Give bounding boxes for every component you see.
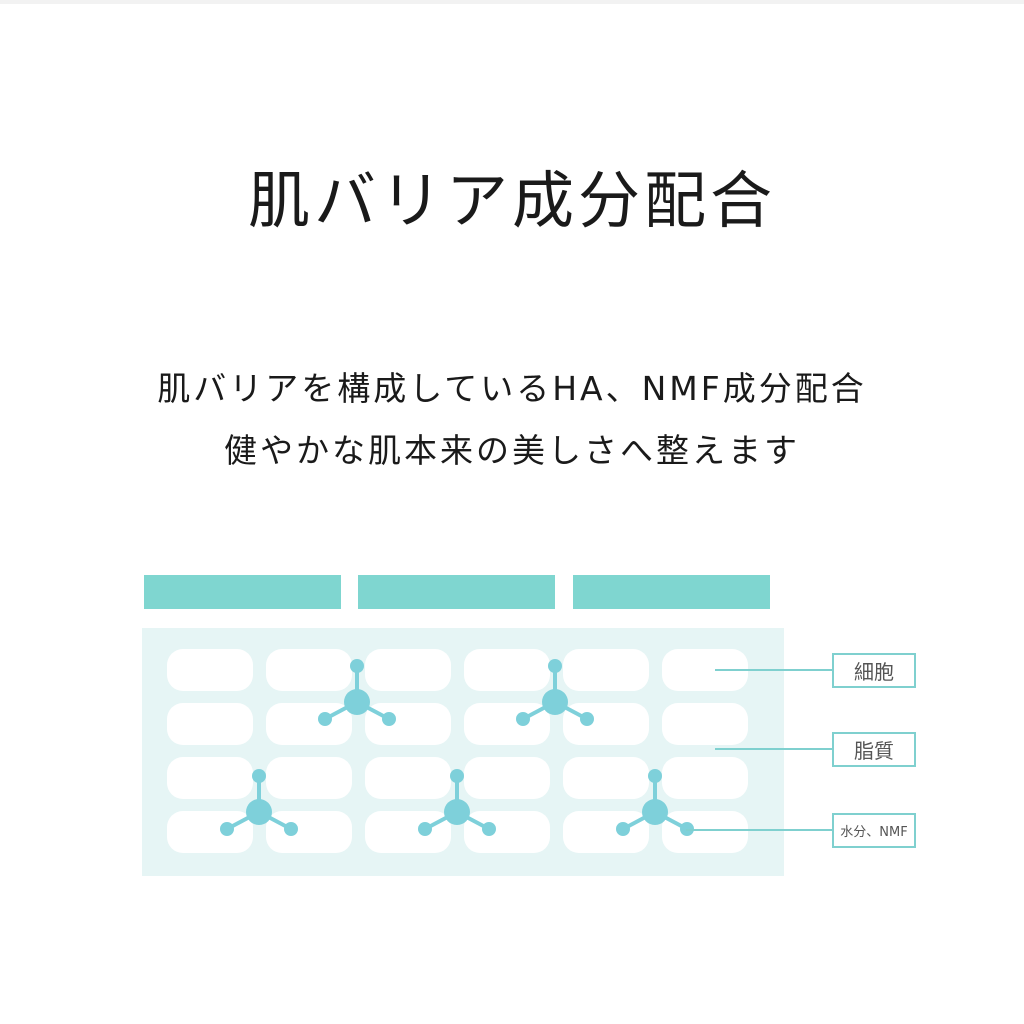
cell <box>662 649 748 691</box>
molecule-atom <box>284 822 298 836</box>
nmf-molecule <box>616 769 694 836</box>
cell <box>464 811 550 853</box>
molecule-core <box>642 799 668 825</box>
molecule-atom <box>482 822 496 836</box>
molecule-atom <box>450 769 464 783</box>
cell <box>266 649 352 691</box>
molecule-atom <box>648 769 662 783</box>
molecule-atom <box>252 769 266 783</box>
callout-box-cell <box>832 653 916 688</box>
cell <box>266 703 352 745</box>
cell <box>563 811 649 853</box>
cell <box>662 757 748 799</box>
nmf-molecule <box>516 659 594 726</box>
molecule-atom <box>350 659 364 673</box>
nmf-molecule <box>220 769 298 836</box>
nmf-molecule <box>318 659 396 726</box>
cell <box>563 649 649 691</box>
callouts: 細胞 脂質 水分、NMF <box>686 653 916 848</box>
cell <box>365 757 451 799</box>
cell <box>266 757 352 799</box>
subtitle: 肌バリアを構成しているHA、NMF成分配合 健やかな肌本来の美しさへ整えます <box>0 358 1024 482</box>
label-cell: 細胞 <box>854 660 894 684</box>
top-bar <box>573 575 770 609</box>
molecule-core <box>344 689 370 715</box>
top-bar <box>144 575 341 609</box>
cell <box>464 757 550 799</box>
cell-grid <box>167 649 748 853</box>
top-bar <box>358 575 555 609</box>
molecule-atom <box>418 822 432 836</box>
molecule-atom <box>516 712 530 726</box>
cell <box>464 703 550 745</box>
molecule-atom <box>580 712 594 726</box>
cell <box>662 811 748 853</box>
label-lipid: 脂質 <box>854 739 894 763</box>
molecule-core <box>444 799 470 825</box>
cell <box>365 811 451 853</box>
molecule-atom <box>318 712 332 726</box>
callout-box-lipid <box>832 732 916 767</box>
cell <box>365 703 451 745</box>
cell <box>563 757 649 799</box>
molecule-atom <box>220 822 234 836</box>
label-water-nmf: 水分、NMF <box>840 825 907 840</box>
molecule-core <box>542 689 568 715</box>
nmf-molecule <box>418 769 496 836</box>
cell <box>365 649 451 691</box>
cell <box>662 703 748 745</box>
subtitle-line-1: 肌バリアを構成しているHA、NMF成分配合 <box>157 369 867 408</box>
cell <box>167 703 253 745</box>
cell <box>167 757 253 799</box>
molecule-atom <box>548 659 562 673</box>
top-divider <box>0 0 1024 4</box>
molecule-atom <box>382 712 396 726</box>
cell <box>266 811 352 853</box>
molecule-atom <box>616 822 630 836</box>
subtitle-line-2: 健やかな肌本来の美しさへ整えます <box>224 431 800 470</box>
molecule-core <box>246 799 272 825</box>
callout-box-water <box>832 813 916 848</box>
page-title: 肌バリア成分配合 <box>247 164 776 237</box>
stratum-top-bars <box>144 575 770 609</box>
cell <box>464 649 550 691</box>
cell <box>167 649 253 691</box>
molecule-group <box>220 659 694 836</box>
cell <box>563 703 649 745</box>
cell <box>167 811 253 853</box>
